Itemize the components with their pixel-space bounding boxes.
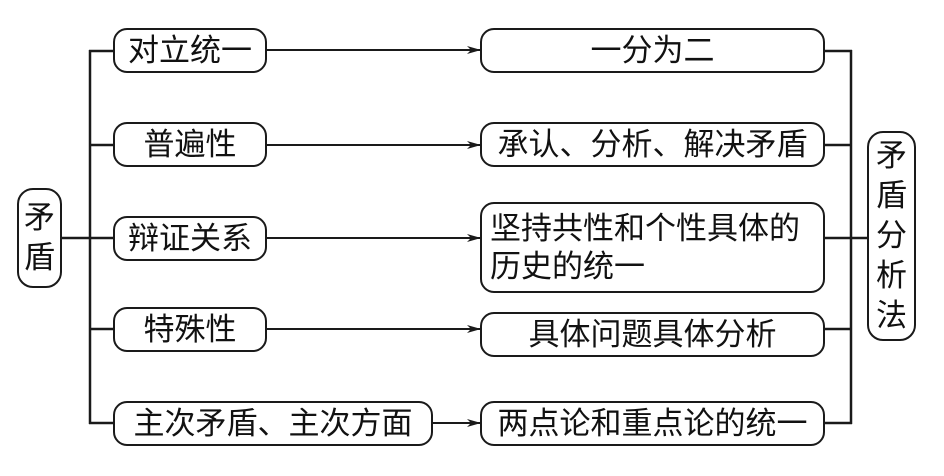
concept-label: 普遍性 <box>143 126 237 163</box>
concept-label: 对立统一 <box>128 32 252 69</box>
method-label: 两点论和重点论的统一 <box>497 405 808 442</box>
concept-node-principal-secondary: 主次矛盾、主次方面 <box>113 401 433 446</box>
method-node-commonality-individuality: 坚持共性和个性具体的 历史的统一 <box>480 202 825 293</box>
concept-node-universality: 普遍性 <box>113 122 267 167</box>
concept-node-unity-of-opposites: 对立统一 <box>113 28 267 73</box>
method-node-one-divides-into-two: 一分为二 <box>480 28 825 73</box>
method-label-line-2: 历史的统一 <box>490 248 645 285</box>
method-label: 一分为二 <box>590 32 715 69</box>
root-char: 矛 <box>24 200 55 236</box>
concept-node-dialectical-relation: 辩证关系 <box>113 216 267 261</box>
method-node-recognize-analyze-resolve: 承认、分析、解决矛盾 <box>480 122 825 167</box>
concept-node-particularity: 特殊性 <box>113 307 267 352</box>
method-node-two-point-key-point: 两点论和重点论的统一 <box>480 401 825 446</box>
concept-label: 辩证关系 <box>128 220 252 257</box>
root-char: 盾 <box>24 240 55 276</box>
concept-label: 特殊性 <box>143 311 237 348</box>
method-label: 承认、分析、解决矛盾 <box>497 126 808 163</box>
result-char: 析 <box>876 258 907 294</box>
result-char: 分 <box>876 218 907 254</box>
root-node-contradiction: 矛 盾 <box>17 188 62 288</box>
result-node-contradiction-analysis: 矛 盾 分 析 法 <box>867 131 916 341</box>
method-label-line-1: 坚持共性和个性具体的 <box>490 210 800 247</box>
method-label: 具体问题具体分析 <box>528 316 777 353</box>
result-char: 矛 <box>876 138 907 174</box>
concept-label: 主次矛盾、主次方面 <box>133 405 413 442</box>
result-char: 法 <box>876 298 907 334</box>
result-char: 盾 <box>876 178 907 214</box>
method-node-concrete-analysis: 具体问题具体分析 <box>480 312 825 357</box>
